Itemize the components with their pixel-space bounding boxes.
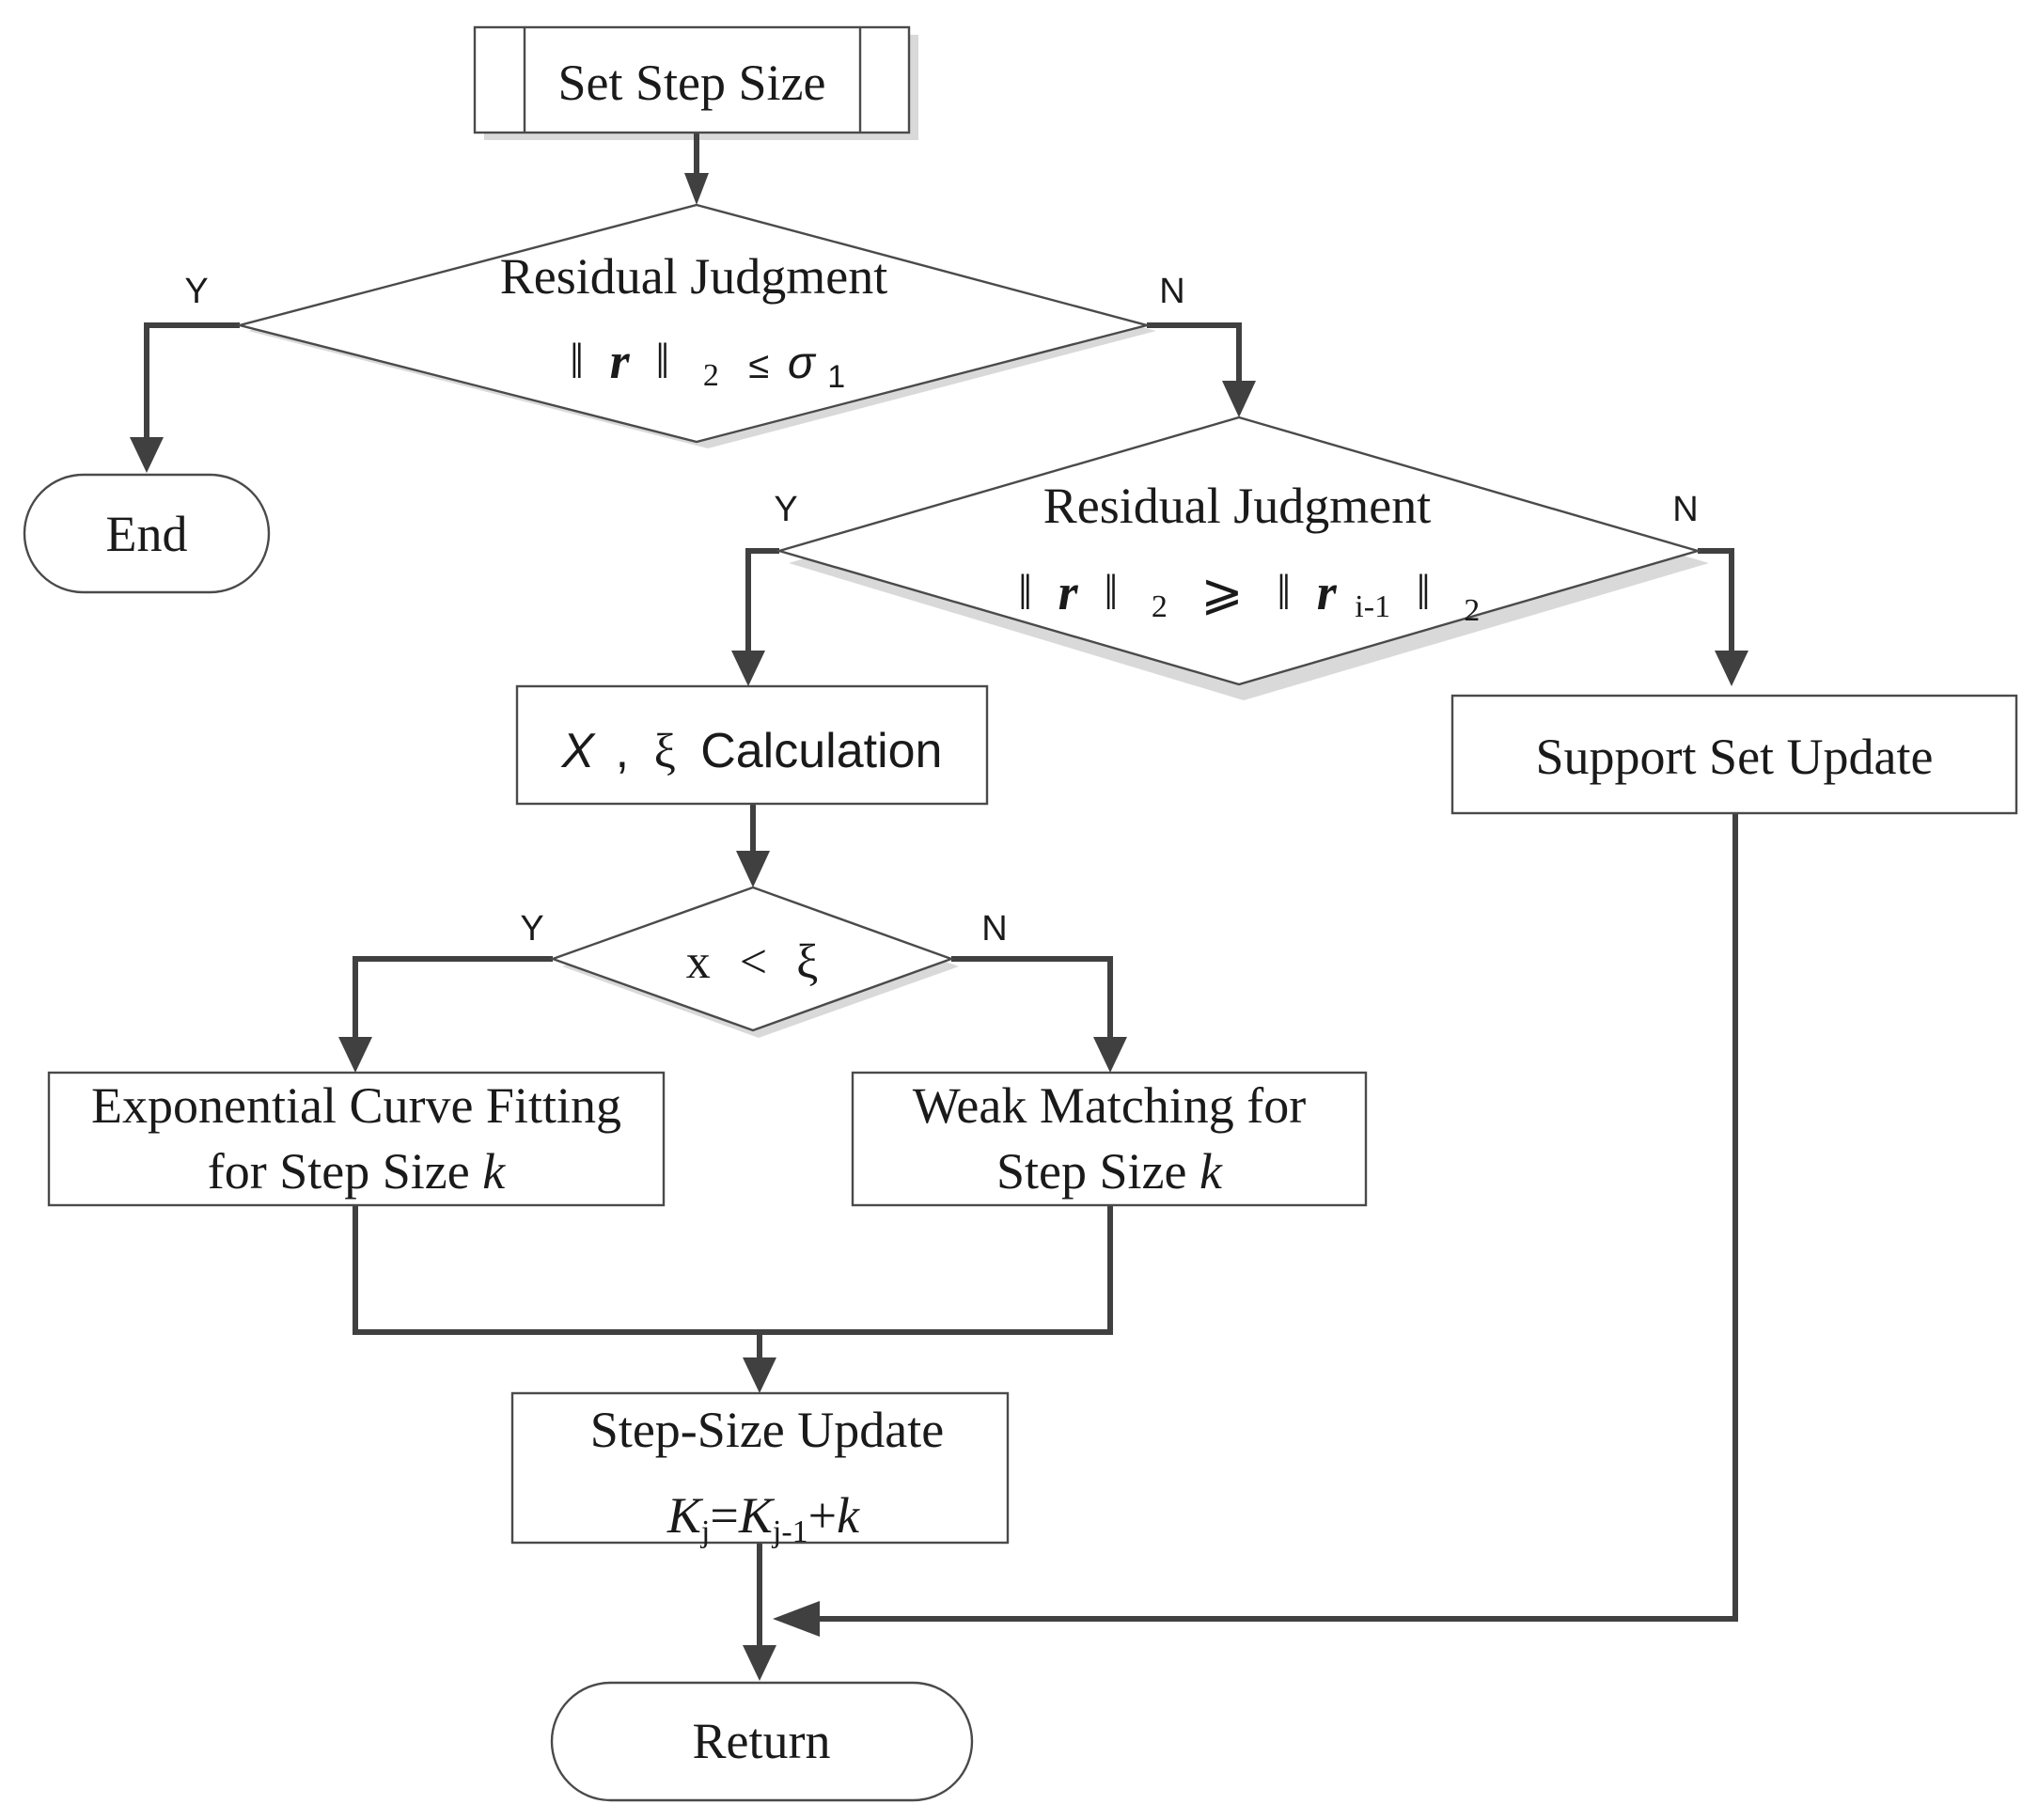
- arrowhead: [743, 1357, 776, 1393]
- relation-le: ≤: [748, 345, 769, 386]
- node-return: Return: [550, 1681, 974, 1802]
- decision1-no-label: N: [1159, 272, 1184, 311]
- arrowhead: [684, 173, 709, 205]
- node-step-size-update: Step-Size Update Kj=Kj-1+k: [510, 1391, 1010, 1549]
- arrowhead: [1093, 1037, 1127, 1073]
- connector-decision3-yes-to-expfit: [353, 956, 553, 1051]
- connector-decision1-no-to-decision2: [1147, 322, 1242, 395]
- return-label: Return: [693, 1713, 831, 1769]
- subscript-2: 2: [1152, 589, 1168, 624]
- norm-bar: ‖: [1018, 564, 1032, 620]
- arrowhead: [338, 1037, 372, 1073]
- subscript-2: 2: [703, 358, 719, 393]
- decision2-yes-label: Y: [774, 490, 797, 529]
- decision1-condition: ‖ r ‖ 2 ≤ σ 1: [570, 333, 845, 397]
- node-end: End: [23, 473, 271, 594]
- support-update-label: Support Set Update: [1536, 729, 1934, 785]
- stepupdate-title: Step-Size Update: [590, 1402, 944, 1458]
- expfit-line2: for Step Size k: [208, 1143, 506, 1200]
- arrowhead: [130, 437, 164, 473]
- plus: +: [808, 1487, 837, 1544]
- connector-support-to-return: [807, 814, 1738, 1622]
- var-xi: ξ: [654, 725, 676, 778]
- var-r: r: [1058, 564, 1079, 620]
- expfit-line2-text: for Step Size: [208, 1143, 482, 1200]
- arrowhead: [736, 851, 770, 887]
- node-calculation: X , ξ Calculation: [515, 684, 989, 806]
- node-support-set-update: Support Set Update: [1450, 694, 2018, 815]
- relation-ge: ⩾: [1200, 564, 1243, 620]
- node-decision-3: x < ξ Y N: [520, 886, 1008, 1032]
- expfit-line1: Exponential Curve Fitting: [91, 1077, 621, 1134]
- decision2-title: Residual Judgment: [1043, 478, 1431, 534]
- node-weak-matching: Weak Matching for Step Size k: [851, 1071, 1368, 1207]
- weakmatch-line2-text: Step Size: [996, 1143, 1199, 1200]
- decision3-no-label: N: [981, 909, 1007, 949]
- norm-bar: ‖: [655, 333, 669, 389]
- connector-decision3-no-to-weakmatch: [951, 956, 1113, 1051]
- decision3-condition: x < ξ: [686, 935, 819, 989]
- var-K: K: [738, 1487, 776, 1544]
- node-set-step-size: Set Step Size: [473, 25, 911, 134]
- decision2-no-label: N: [1672, 490, 1698, 529]
- calc-label: X , ξ Calculation: [561, 724, 943, 778]
- node-decision-1: Residual Judgment ‖ r ‖ 2 ≤ σ 1 Y N: [184, 203, 1185, 444]
- decision1-yes-label: Y: [184, 272, 208, 311]
- connector-expfit-merge: [353, 1205, 1113, 1335]
- node-decision-2: Residual Judgment ‖ r ‖ 2 ⩾ ‖ r i-1 ‖ 2 …: [774, 416, 1702, 686]
- equals: =: [710, 1487, 738, 1544]
- arrowhead: [1715, 651, 1748, 686]
- calc-word: Calculation: [700, 724, 942, 778]
- set-step-size-label: Set Step Size: [558, 55, 826, 111]
- decision3-yes-label: Y: [520, 909, 543, 949]
- subscript-j: j: [700, 1514, 710, 1549]
- norm-bar: ‖: [570, 333, 584, 389]
- separator: ,: [616, 724, 629, 778]
- var-r-prev: r: [1317, 564, 1338, 620]
- stepupdate-formula: Kj=Kj-1+k: [666, 1487, 860, 1549]
- sigma-sub: 1: [827, 359, 845, 395]
- connector-decision2-yes-to-calc: [745, 548, 779, 664]
- subscript-i-1: i-1: [1355, 589, 1390, 624]
- arrowhead: [731, 651, 765, 686]
- norm-bar: ‖: [1417, 564, 1431, 620]
- relation-lt: <: [740, 935, 767, 989]
- var-K: K: [666, 1487, 704, 1544]
- var-r: r: [610, 333, 631, 389]
- sigma: σ: [788, 338, 817, 388]
- var-k: k: [482, 1143, 506, 1200]
- connectors: [130, 132, 1748, 1681]
- weakmatch-line2: Step Size k: [996, 1143, 1223, 1200]
- node-exponential-fitting: Exponential Curve Fitting for Step Size …: [47, 1071, 666, 1207]
- var-k: k: [1199, 1143, 1223, 1200]
- var-x: X: [561, 724, 597, 778]
- arrowhead: [743, 1645, 776, 1681]
- connector-decision2-no-to-support: [1698, 548, 1734, 666]
- norm-bar: ‖: [1104, 564, 1118, 620]
- var-xi: ξ: [796, 935, 818, 989]
- norm-bar: ‖: [1277, 564, 1291, 620]
- arrowhead: [773, 1601, 820, 1637]
- var-k: k: [837, 1487, 860, 1544]
- decision1-title: Residual Judgment: [500, 248, 887, 305]
- end-label: End: [106, 506, 188, 562]
- var-x-lower: x: [686, 935, 711, 989]
- weakmatch-line1: Weak Matching for: [913, 1077, 1307, 1134]
- subscript-2: 2: [1464, 593, 1480, 628]
- connector-decision1-yes-to-end: [144, 322, 240, 451]
- subscript-j-1: j-1: [772, 1514, 808, 1549]
- decision2-condition: ‖ r ‖ 2 ⩾ ‖ r i-1 ‖ 2: [1018, 564, 1480, 628]
- arrowhead: [1222, 381, 1256, 417]
